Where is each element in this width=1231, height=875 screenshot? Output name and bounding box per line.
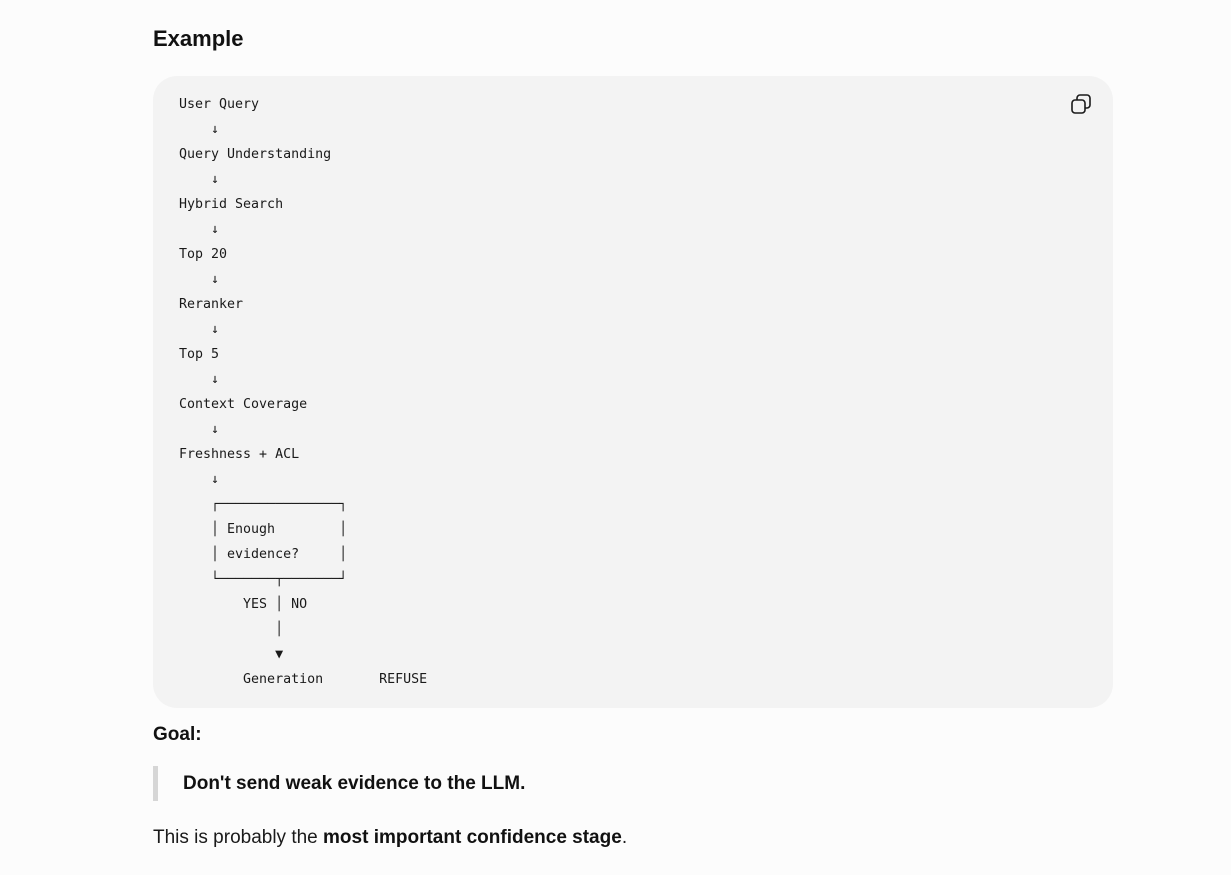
- section-heading: Example: [153, 26, 244, 51]
- goal-quote: Don't send weak evidence to the LLM.: [153, 766, 525, 801]
- goal-label: Goal:: [153, 724, 202, 745]
- summary-paragraph: This is probably the most important conf…: [153, 824, 627, 852]
- code-content: User Query ↓ Query Understanding ↓ Hybri…: [179, 97, 428, 687]
- summary-prefix: This is probably the: [153, 827, 324, 848]
- copy-button[interactable]: [1069, 92, 1093, 116]
- goal-quote-text: Don't send weak evidence to the LLM.: [183, 772, 526, 794]
- code-block: User Query ↓ Query Understanding ↓ Hybri…: [153, 76, 1113, 708]
- summary-emphasis: most important confidence stage: [323, 827, 622, 848]
- copy-icon: [1071, 94, 1091, 114]
- summary-suffix: .: [621, 827, 628, 848]
